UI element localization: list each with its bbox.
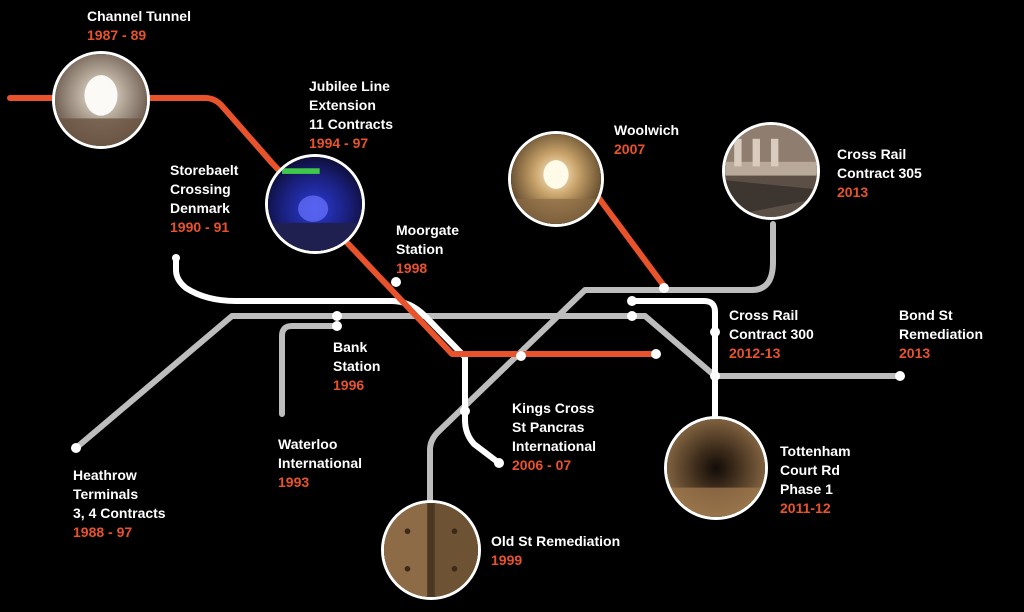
photo-crossrail-305 — [722, 122, 820, 220]
label-jubilee-line: Jubilee Line Extension 11 Contracts 1994… — [309, 77, 393, 153]
label-title-line: International — [278, 454, 362, 473]
label-title-line: Heathrow — [73, 466, 166, 485]
station-dot-woolwich — [659, 283, 669, 293]
station-dot-kingscross-end — [494, 458, 504, 468]
label-kings-cross: Kings Cross St Pancras International 200… — [512, 399, 596, 475]
station-dot-bank-bottom — [332, 321, 342, 331]
label-crossrail-305: Cross Rail Contract 305 2013 — [837, 145, 922, 202]
station-dot-tottenham — [710, 371, 720, 381]
station-dot-crossrail300 — [710, 327, 720, 337]
label-years: 2007 — [614, 140, 679, 159]
label-years: 1998 — [396, 259, 459, 278]
label-old-st: Old St Remediation 1999 — [491, 532, 620, 570]
label-title-line: Court Rd — [780, 461, 851, 480]
label-title-line: Jubilee Line — [309, 77, 393, 96]
station-dot-storebaelt — [172, 254, 180, 262]
label-title-line: Contract 300 — [729, 325, 814, 344]
label-years: 2012-13 — [729, 344, 814, 363]
photo-channel-tunnel — [52, 51, 150, 149]
label-years: 2013 — [899, 344, 983, 363]
label-bond-st: Bond St Remediation 2013 — [899, 306, 983, 363]
label-title-line: Woolwich — [614, 121, 679, 140]
station-dot-heathrow — [71, 443, 81, 453]
label-title-line: Terminals — [73, 485, 166, 504]
label-title-line: Cross Rail — [729, 306, 814, 325]
label-title-line: Channel Tunnel — [87, 7, 191, 26]
label-years: 2006 - 07 — [512, 456, 596, 475]
label-tottenham: Tottenham Court Rd Phase 1 2011-12 — [780, 442, 851, 518]
label-bank: Bank Station 1996 — [333, 338, 380, 395]
label-title-line: Old St Remediation — [491, 532, 620, 551]
label-title-line: Bond St — [899, 306, 983, 325]
label-waterloo: Waterloo International 1993 — [278, 435, 362, 492]
label-title-line: Waterloo — [278, 435, 362, 454]
label-woolwich: Woolwich 2007 — [614, 121, 679, 159]
label-title-line: Contract 305 — [837, 164, 922, 183]
station-dot-crossrail-a — [627, 296, 637, 306]
label-title-line: Storebaelt — [170, 161, 238, 180]
station-dot-kingscross — [460, 406, 470, 416]
label-title-line: St Pancras — [512, 418, 596, 437]
label-title-line: International — [512, 437, 596, 456]
label-years: 1993 — [278, 473, 362, 492]
label-years: 1996 — [333, 376, 380, 395]
label-title-line: Denmark — [170, 199, 238, 218]
label-title-line: 11 Contracts — [309, 115, 393, 134]
label-title-line: Phase 1 — [780, 480, 851, 499]
label-title-line: Crossing — [170, 180, 238, 199]
photo-tottenham — [664, 416, 768, 520]
label-heathrow: Heathrow Terminals 3, 4 Contracts 1988 -… — [73, 466, 166, 542]
label-title-line: Tottenham — [780, 442, 851, 461]
label-title-line: Moorgate — [396, 221, 459, 240]
label-title-line: Kings Cross — [512, 399, 596, 418]
label-crossrail-300: Cross Rail Contract 300 2012-13 — [729, 306, 814, 363]
station-dot-jubilee-terminus — [651, 349, 661, 359]
label-title-line: Bank — [333, 338, 380, 357]
label-title-line: 3, 4 Contracts — [73, 504, 166, 523]
station-dot-bond-st — [895, 371, 905, 381]
label-years: 1999 — [491, 551, 620, 570]
label-title-line: Station — [333, 357, 380, 376]
photo-woolwich — [508, 131, 604, 227]
grey-route-waterloo-bank — [282, 326, 337, 414]
label-years: 1988 - 97 — [73, 523, 166, 542]
label-title-line: Extension — [309, 96, 393, 115]
station-dot-moorgate — [391, 277, 401, 287]
grey-route-heathrow-crossrail — [76, 316, 715, 448]
photo-old-st — [381, 500, 481, 600]
label-channel-tunnel: Channel Tunnel 1987 - 89 — [87, 7, 191, 45]
label-years: 2011-12 — [780, 499, 851, 518]
label-years: 1987 - 89 — [87, 26, 191, 45]
label-storebaelt: Storebaelt Crossing Denmark 1990 - 91 — [170, 161, 238, 237]
label-moorgate: Moorgate Station 1998 — [396, 221, 459, 278]
label-years: 2013 — [837, 183, 922, 202]
station-dot-jubilee-end — [516, 351, 526, 361]
station-dot-bank-top — [332, 311, 342, 321]
station-dot-crossrail-b — [627, 311, 637, 321]
label-title-line: Station — [396, 240, 459, 259]
label-years: 1994 - 97 — [309, 134, 393, 153]
photo-jubilee-line — [265, 154, 365, 254]
label-title-line: Cross Rail — [837, 145, 922, 164]
label-title-line: Remediation — [899, 325, 983, 344]
label-years: 1990 - 91 — [170, 218, 238, 237]
